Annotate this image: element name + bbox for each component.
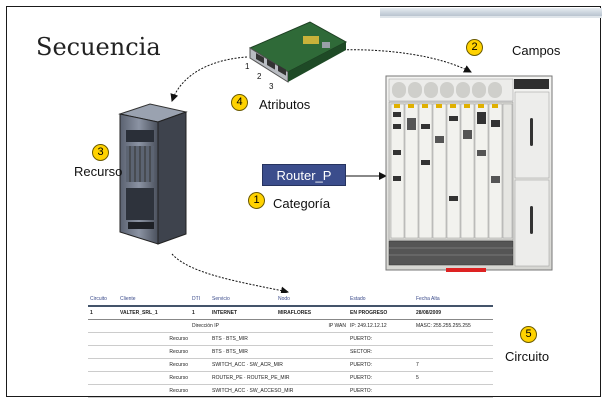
step-badge-5: 5 bbox=[520, 326, 537, 343]
arrow-card-to-router bbox=[170, 56, 248, 102]
card-port-number: 2 bbox=[257, 72, 262, 81]
category-box: Router_P bbox=[262, 164, 346, 186]
router-device-image bbox=[118, 103, 188, 245]
cell-resource-type: Recurso bbox=[118, 384, 190, 398]
cell-servicio: INTERNET bbox=[210, 306, 276, 320]
cell-ip-value-label: IP WAN bbox=[276, 319, 348, 333]
step-badge-2: 2 bbox=[466, 39, 483, 56]
table-row[interactable]: Recurso SWITCH_ACC · SW_ACCESO_MIR PUERT… bbox=[88, 384, 493, 398]
column-header-nodo: Nodo bbox=[276, 293, 348, 307]
step-label-atributos: Atributos bbox=[259, 97, 311, 112]
cell-nodo: MIRAFLORES bbox=[276, 306, 348, 320]
cell-resource-type: Recurso bbox=[118, 345, 190, 359]
cell-ip-address: IP: 249.12.12.12 bbox=[348, 319, 414, 333]
line-card-image bbox=[248, 21, 348, 83]
cell-circuito: 1 bbox=[88, 306, 118, 320]
arrow-card-to-chassis bbox=[332, 49, 472, 73]
table-row[interactable]: Recurso BTS · BTS_MIR PUERTO: bbox=[88, 332, 493, 346]
title-bar-decoration bbox=[380, 8, 602, 16]
cell-estado: EN PROGRESO bbox=[348, 306, 414, 320]
cell-resource-value bbox=[414, 345, 493, 359]
cell-resource-field: PUERTO: bbox=[348, 371, 414, 385]
card-port-number: 3 bbox=[269, 82, 274, 91]
cell-ip-label: Dirección IP bbox=[190, 319, 276, 333]
table-header-row: Circuito Cliente DTI Servicio Nodo Estad… bbox=[88, 293, 493, 307]
column-header-estado: Estado bbox=[348, 293, 414, 307]
table-row[interactable]: Recurso ROUTER_PE · ROUTER_PE_MIR PUERTO… bbox=[88, 371, 493, 385]
cell-ip-mask: MASC: 255.255.255.255 bbox=[414, 319, 493, 333]
column-header-circuito: Circuito bbox=[88, 293, 118, 307]
cell-resource-value: 5 bbox=[414, 371, 493, 385]
table-row[interactable]: 1 VALTER_SRL_1 1 INTERNET MIRAFLORES EN … bbox=[88, 306, 493, 320]
column-header-cliente: Cliente bbox=[118, 293, 190, 307]
card-port-number: 1 bbox=[245, 62, 250, 71]
cell-resource-type: Recurso bbox=[118, 371, 190, 385]
cell-resource-name: ROUTER_PE · ROUTER_PE_MIR bbox=[210, 371, 348, 385]
table-row[interactable]: Recurso SWITCH_ACC · SW_ACR_MIR PUERTO: … bbox=[88, 358, 493, 372]
cell-resource-type: Recurso bbox=[118, 332, 190, 346]
cell-resource-value: 7 bbox=[414, 358, 493, 372]
step-badge-3: 3 bbox=[92, 144, 109, 161]
table-row[interactable]: Dirección IP IP WAN IP: 249.12.12.12 MAS… bbox=[88, 319, 493, 333]
cell-resource-name: BTS · BTS_MIR bbox=[210, 332, 348, 346]
cell-resource-name: SWITCH_ACC · SW_ACR_MIR bbox=[210, 358, 348, 372]
slide-title: Secuencia bbox=[36, 33, 161, 61]
cell-dti: 1 bbox=[190, 306, 210, 320]
chassis-image bbox=[385, 75, 553, 272]
step-label-circuito: Circuito bbox=[505, 349, 550, 364]
circuit-table: Circuito Cliente DTI Servicio Nodo Estad… bbox=[88, 293, 493, 398]
arrow-router-to-table bbox=[171, 253, 289, 295]
cell-cliente: VALTER_SRL_1 bbox=[118, 306, 190, 320]
column-header-fecha-alta: Fecha Alta bbox=[414, 293, 493, 307]
step-label-categoria: Categoría bbox=[273, 196, 331, 211]
cell-resource-value bbox=[414, 384, 493, 398]
cell-resource-name: BTS · BTS_MIR bbox=[210, 345, 348, 359]
step-badge-1: 1 bbox=[248, 192, 265, 209]
cell-resource-field: PUERTO: bbox=[348, 358, 414, 372]
step-label-campos: Campos bbox=[512, 43, 561, 58]
cell-fecha-alta: 28/08/2009 bbox=[414, 306, 493, 320]
cell-resource-field: SECTOR: bbox=[348, 345, 414, 359]
column-header-servicio: Servicio bbox=[210, 293, 276, 307]
cell-resource-value bbox=[414, 332, 493, 346]
cell-resource-name: SWITCH_ACC · SW_ACCESO_MIR bbox=[210, 384, 348, 398]
step-label-recurso: Recurso bbox=[74, 164, 123, 179]
step-badge-4: 4 bbox=[231, 94, 248, 111]
cell-resource-field: PUERTO: bbox=[348, 384, 414, 398]
title-bar-stripe bbox=[380, 16, 602, 18]
cell-resource-type: Recurso bbox=[118, 358, 190, 372]
column-header-dti: DTI bbox=[190, 293, 210, 307]
cell-resource-field: PUERTO: bbox=[348, 332, 414, 346]
table-row[interactable]: Recurso BTS · BTS_MIR SECTOR: bbox=[88, 345, 493, 359]
